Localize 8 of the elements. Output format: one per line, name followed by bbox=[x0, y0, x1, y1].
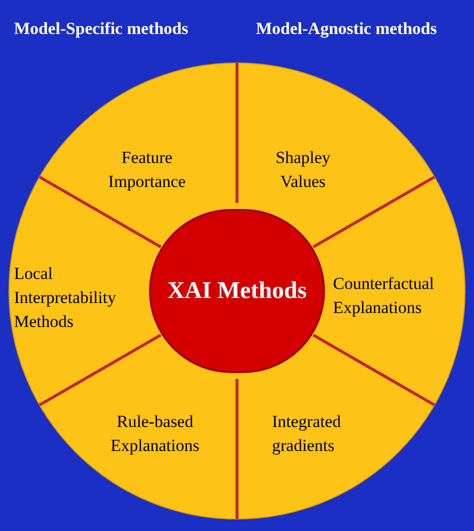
sector-label: Rule-based Explanations bbox=[90, 410, 220, 458]
heading-label: Model-Agnostic methods bbox=[256, 18, 437, 40]
sector-label: Shapley Values bbox=[258, 146, 348, 194]
sector-label: Integrated gradients bbox=[272, 410, 372, 458]
heading-label: Model-Specific methods bbox=[14, 18, 188, 40]
sector-label: Feature Importance bbox=[92, 146, 202, 194]
sector-label: Local Interpretability Methods bbox=[14, 262, 134, 334]
sector-label: Counterfactual Explanations bbox=[333, 272, 463, 320]
